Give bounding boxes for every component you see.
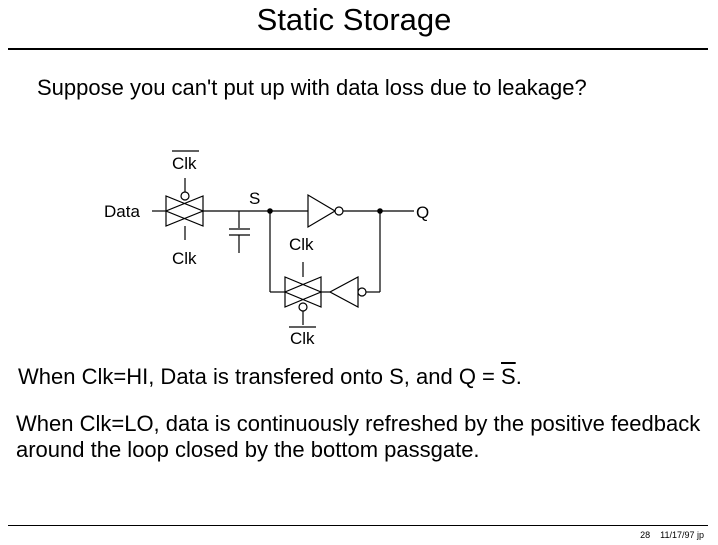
- page-number: 28: [640, 530, 651, 540]
- label-clk-bar-bottom: Clk: [290, 329, 315, 348]
- s-bar-symbol: S: [501, 364, 516, 389]
- clk-hi-explanation: When Clk=HI, Data is transfered onto S, …: [18, 363, 522, 391]
- clk-lo-explanation: When Clk=LO, data is continuously refres…: [16, 411, 701, 462]
- label-data: Data: [104, 202, 140, 221]
- label-clk-bar-top: Clk: [172, 154, 197, 173]
- slide-title: Static Storage: [256, 2, 452, 37]
- intro-question: Suppose you can't put up with data loss …: [37, 75, 587, 100]
- label-clk-mid: Clk: [289, 235, 314, 254]
- line1-prefix: When Clk=HI, Data is transfered onto S, …: [18, 364, 502, 389]
- footer: 28 11/17/97 jp: [640, 530, 704, 541]
- storage-capacitor: [229, 211, 250, 253]
- date-initials: 11/17/97 jp: [660, 530, 704, 540]
- s-node-dot: [267, 208, 273, 214]
- title-divider: [8, 48, 708, 50]
- label-s: S: [249, 189, 260, 208]
- label-q: Q: [416, 203, 429, 222]
- feedback-inverter: [328, 275, 367, 309]
- bottom-passgate: [283, 262, 323, 325]
- q-node-dot: [377, 208, 383, 214]
- passgate-bubble: [180, 191, 190, 201]
- top-passgate: [164, 178, 205, 240]
- line1-suffix: .: [515, 364, 522, 389]
- forward-inverter: [307, 193, 344, 229]
- footer-divider: [8, 525, 708, 526]
- label-clk-bottom-left: Clk: [172, 249, 197, 268]
